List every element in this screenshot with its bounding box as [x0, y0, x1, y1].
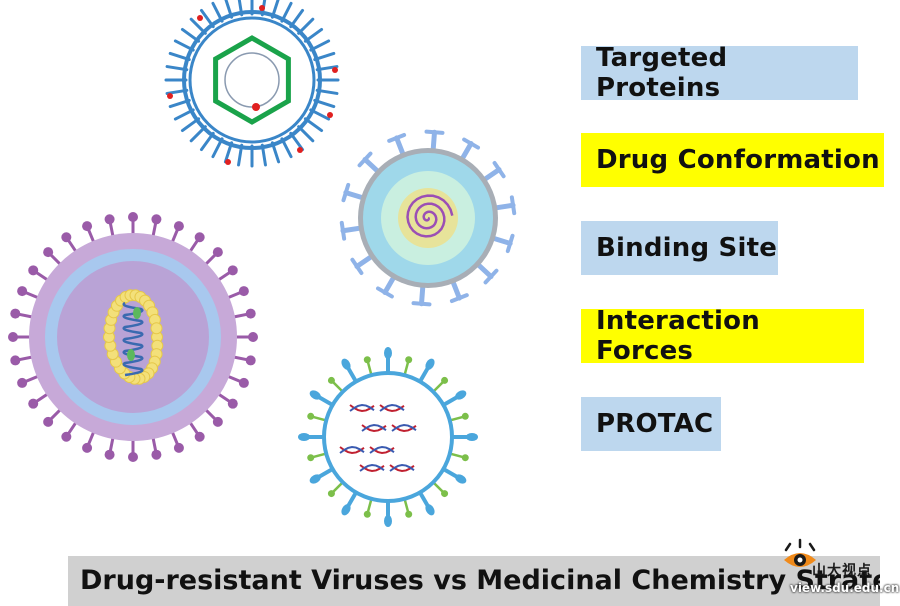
caption-bar: Drug-resistant Viruses vs Medicinal Chem…: [68, 556, 880, 606]
label-text: Targeted Proteins: [596, 43, 728, 103]
label-text: PROTAC: [596, 409, 714, 439]
label-text: Interaction Forces: [596, 306, 760, 366]
label-text: Binding Site: [596, 233, 778, 263]
watermark-text: 山大视点: [812, 563, 872, 579]
virus-dna-core: [298, 347, 478, 527]
label-interaction-forces: Interaction Forces: [581, 306, 864, 366]
label-binding-site: Binding Site: [581, 221, 778, 275]
eye-logo-icon: [784, 538, 816, 567]
virus-bead-capsid: [8, 212, 258, 462]
label-protac: PROTAC: [581, 397, 721, 451]
watermark-url: view.sdu.edu.cn: [790, 581, 900, 595]
caption-text: Drug-resistant Viruses vs Medicinal Chem…: [80, 565, 880, 596]
label-targeted-proteins: Targeted Proteins: [581, 43, 858, 103]
virus-hexagonal-capsid: [164, 0, 340, 168]
virus-spiral-core: [339, 129, 517, 307]
label-text: Drug Conformation: [596, 145, 880, 175]
label-drug-conformation: Drug Conformation: [581, 133, 884, 187]
